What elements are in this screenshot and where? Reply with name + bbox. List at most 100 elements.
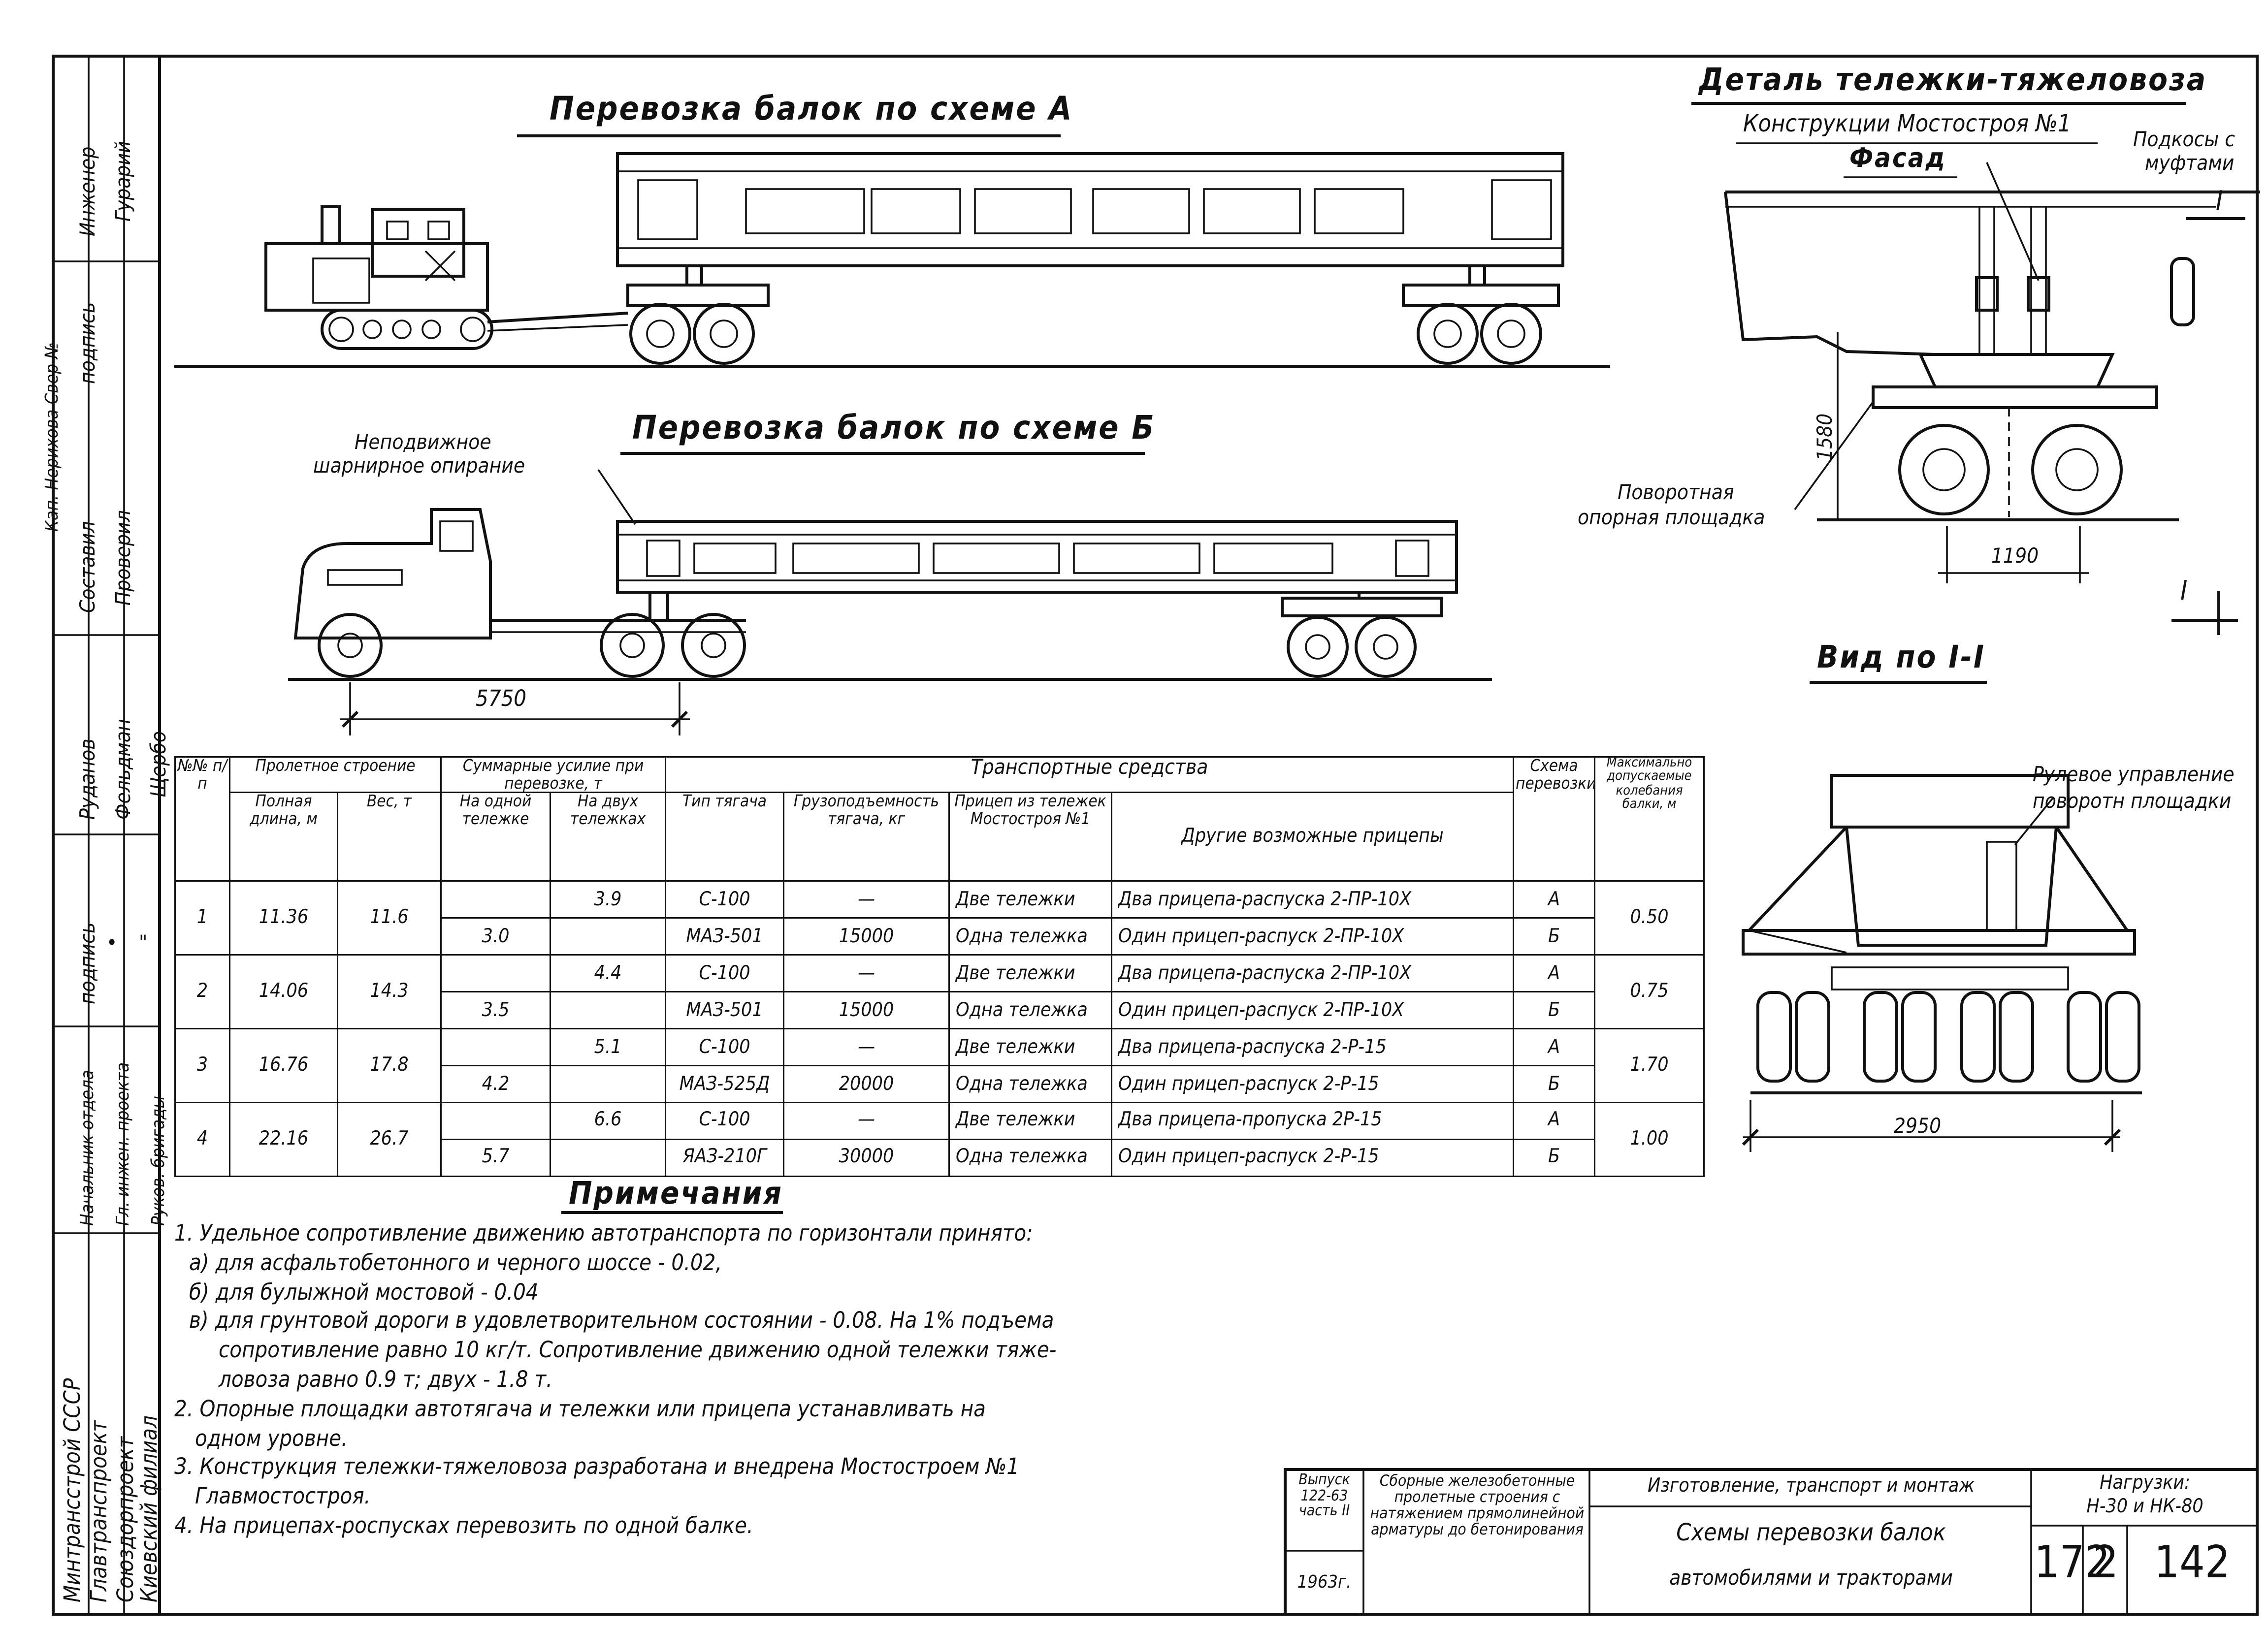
- scheme-a-title: Перевозка балок по схеме А: [550, 92, 1073, 128]
- note-line: в) для грунтовой дороги в удовлетворител…: [189, 1308, 1054, 1335]
- table-row: 4.2 МАЗ-525Д 20000 Одна тележка Один при…: [175, 1065, 1704, 1103]
- cell-scheme: Б: [1513, 991, 1596, 1030]
- cell-scheme: А: [1513, 1102, 1596, 1140]
- cell-length: 22.16: [229, 1102, 338, 1177]
- role-signature-2: подпись: [77, 922, 100, 1004]
- note-line: Главмостостроя.: [195, 1483, 371, 1510]
- cell-length: 14.06: [229, 954, 338, 1030]
- position-chief-engineer: Гл. инжен. проекта: [112, 1062, 133, 1226]
- cell-max: 1.00: [1594, 1102, 1705, 1177]
- note-line: сопротивление равно 10 кг/т. Сопротивлен…: [219, 1337, 1057, 1364]
- cell-two-empty: [550, 917, 667, 956]
- org-line-3: Союздорпроект: [112, 1436, 139, 1602]
- notes-block: 1. Удельное сопротивление движению автот…: [174, 1220, 1238, 1541]
- header-max: Максимально допускаемые колебания балки,…: [1594, 756, 1705, 882]
- cell-tractor: С-100: [665, 1102, 785, 1140]
- cell-trailer: Одна тележка: [948, 917, 1113, 956]
- cell-trailer: Одна тележка: [948, 1065, 1113, 1103]
- cell-tractor: С-100: [665, 880, 785, 919]
- header-one-cart: На одной тележке: [440, 792, 551, 882]
- cell-two: 3.9: [550, 880, 667, 919]
- cell-tractor: МАЗ-525Д: [665, 1065, 785, 1103]
- position-team-lead: Руков. бригады: [148, 1095, 168, 1226]
- cell-other: Один прицеп-распуск 2-Р-15: [1111, 1065, 1515, 1103]
- track-dim-2950: 2950: [1894, 1115, 1942, 1139]
- cell-two: 4.4: [550, 954, 667, 993]
- cell-capacity: —: [783, 954, 950, 993]
- tb-sheet-b: 2: [2093, 1537, 2119, 1589]
- tb-loads-label: Нагрузки:: [2100, 1472, 2190, 1495]
- cell-max: 1.70: [1594, 1028, 1705, 1103]
- note-line: 3. Конструкция тележки-тяжеловоза разраб…: [174, 1454, 1020, 1481]
- cell-other: Два прицепа-распуска 2-Р-15: [1111, 1028, 1515, 1067]
- header-other-trailers: Другие возможные прицепы: [1111, 792, 1515, 882]
- tb-section: Изготовление, транспорт и монтаж: [1647, 1475, 1975, 1498]
- cell-weight: 11.6: [336, 880, 442, 956]
- header-tractor-type: Тип тягача: [665, 792, 785, 882]
- cell-weight: 26.7: [336, 1102, 442, 1177]
- cell-length: 16.76: [229, 1028, 338, 1103]
- cell-two-empty: [550, 991, 667, 1030]
- note-line: 2. Опорные площадки автотягача и тележки…: [174, 1395, 986, 1422]
- scheme-b-figure: [293, 469, 1458, 735]
- section-mark-top: I: [2216, 186, 2223, 217]
- cell-two: 6.6: [550, 1102, 667, 1140]
- cell-tractor: С-100: [665, 1028, 785, 1067]
- cell-capacity: 15000: [783, 991, 950, 1030]
- cell-capacity: —: [783, 1102, 950, 1140]
- notes-title: Примечания: [569, 1176, 783, 1211]
- cell-scheme: Б: [1513, 917, 1596, 956]
- cell-two: 5.1: [550, 1028, 667, 1067]
- table-row: 3.5 МАЗ-501 15000 Одна тележка Один приц…: [175, 991, 1704, 1030]
- org-line-1: Минтрансстрой СССР: [59, 1378, 86, 1602]
- cell-one: 3.0: [440, 917, 551, 956]
- cell-weight: 14.3: [336, 954, 442, 1030]
- transport-table: №№ п/п Пролетное строение Суммарные усил…: [174, 756, 1705, 1178]
- table-row: 1 11.36 11.6 3.9 С-100 — Две тележки Два…: [174, 880, 1705, 956]
- cell-two-empty: [550, 1065, 667, 1103]
- header-weight: Вес, т: [336, 792, 442, 882]
- cell-tractor: С-100: [665, 954, 785, 993]
- cell-other: Два прицепа-распуска 2-ПР-10Х: [1111, 954, 1515, 993]
- role-engineer: Инженер: [77, 146, 100, 236]
- header-span-group: Пролетное строение: [228, 756, 442, 794]
- cell-trailer: Две тележки: [948, 880, 1113, 919]
- table-row: 3 16.76 17.8 5.1 С-100 — Две тележки Два…: [174, 1028, 1705, 1103]
- header-transport-group: Транспортные средства: [665, 756, 1515, 794]
- cell-other: Один прицеп-распуск 2-ПР-10Х: [1111, 991, 1515, 1030]
- tb-drawing-title: Схемы перевозки балок: [1676, 1518, 1946, 1546]
- org-line-2: Главтранспроект: [86, 1420, 112, 1602]
- cell-one: 4.2: [440, 1065, 551, 1103]
- table-row: 2 14.06 14.3 4.4 С-100 — Две тележки Два…: [174, 954, 1705, 1030]
- cell-other: Два прицепа-пропуска 2Р-15: [1111, 1102, 1515, 1140]
- header-trailer: Прицеп из тележек Мостостроя №1: [948, 792, 1113, 882]
- cell-trailer: Одна тележка: [948, 991, 1113, 1030]
- name-rudakov: Руданов: [77, 738, 100, 820]
- header-two-carts: На двух тележках: [550, 792, 667, 882]
- note-line: 4. На прицепах-роспусках перевозить по о…: [174, 1512, 753, 1539]
- header-num: №№ п/п: [174, 756, 230, 882]
- cell-trailer: Две тележки: [948, 954, 1113, 993]
- detail-title: Деталь тележки-тяжеловоза: [1699, 62, 2207, 97]
- steering-label-2: поворотн площадки: [2033, 790, 2232, 814]
- tb-series: Сборные железобетонные пролетные строени…: [1370, 1472, 1585, 1539]
- steering-label-1: Рулевое управление: [2033, 764, 2235, 787]
- title-block-grid: [1284, 1468, 2259, 1616]
- cell-one: 3.5: [440, 991, 551, 1030]
- tb-sheet-a: 172: [2034, 1537, 2110, 1589]
- note-line: ловоза равно 0.9 т; двух - 1.8 т.: [219, 1366, 552, 1393]
- height-dim-1580: 1580: [1814, 413, 1838, 461]
- approver-note: Кап. Нерихова Свер №: [41, 342, 62, 532]
- cell-other: Один прицеп-распуск 2-ПР-10Х: [1111, 917, 1515, 956]
- braces-label-2: муфтами: [2145, 152, 2235, 176]
- cell-one-empty: [440, 1028, 551, 1067]
- cell-num: 1: [174, 880, 230, 956]
- header-full-length: Полная длина, м: [229, 792, 338, 882]
- cell-scheme: Б: [1513, 1138, 1596, 1178]
- role-compiled: Составил: [77, 521, 100, 613]
- note-line: а) для асфальтобетонного и черного шоссе…: [189, 1249, 722, 1276]
- note-line: 1. Удельное сопротивление движению автот…: [174, 1220, 1033, 1246]
- detail-section-figure: [1742, 774, 2142, 1152]
- tb-issue: Выпуск 122-63 часть II: [1298, 1472, 1350, 1520]
